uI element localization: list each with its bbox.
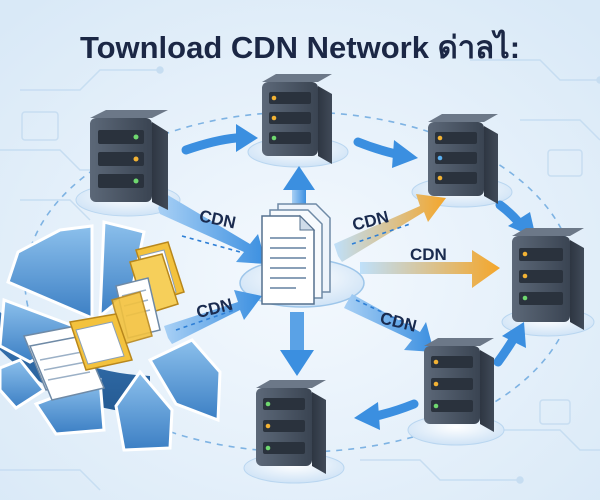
server-top-right (428, 114, 498, 204)
pie-slice-7 (0, 358, 47, 410)
arrowhead-hub-to-tc (283, 166, 315, 190)
arrow-hub-to-bc (290, 312, 304, 352)
server-right (512, 228, 584, 330)
server-top-left (90, 110, 168, 210)
arrowhead-br-to-r (502, 322, 526, 348)
arrow-tl-to-hub (158, 194, 266, 264)
pie-slice-5 (114, 369, 174, 452)
arrow-tc-to-tr (353, 137, 401, 159)
arrow-pie-to-hub (164, 290, 262, 344)
page-title: Townload CDN Network ด่าลไ: (80, 29, 520, 65)
cdn-label-right: CDN (410, 245, 447, 264)
dashed-connectors (175, 223, 413, 331)
server-top-center (262, 74, 332, 164)
arrow-tl-to-tc (181, 133, 241, 155)
faint-grid-boxes (21, 111, 583, 425)
arrowhead-tl-to-tc (236, 124, 258, 152)
arrow-hub-to-br (344, 294, 434, 352)
server-bottom-right (424, 338, 494, 432)
arrowhead-tc-to-tr (392, 140, 418, 168)
pie-chart-folders (0, 220, 222, 452)
arrow-hub-to-r (360, 250, 500, 288)
pie-slice-1 (6, 224, 94, 321)
hub-documents (261, 203, 331, 305)
arrows (158, 124, 536, 430)
arrowhead-hub-to-bc (280, 350, 314, 376)
server-bottom-center (256, 380, 326, 474)
arrow-br-to-bc (371, 399, 419, 421)
arrowhead-br-to-bc (354, 402, 380, 430)
arrow-hub-to-tr (334, 194, 446, 262)
pie-slice-4 (147, 338, 222, 423)
folder-stack-bottom (22, 313, 133, 401)
folder-stack-middle (111, 277, 161, 345)
